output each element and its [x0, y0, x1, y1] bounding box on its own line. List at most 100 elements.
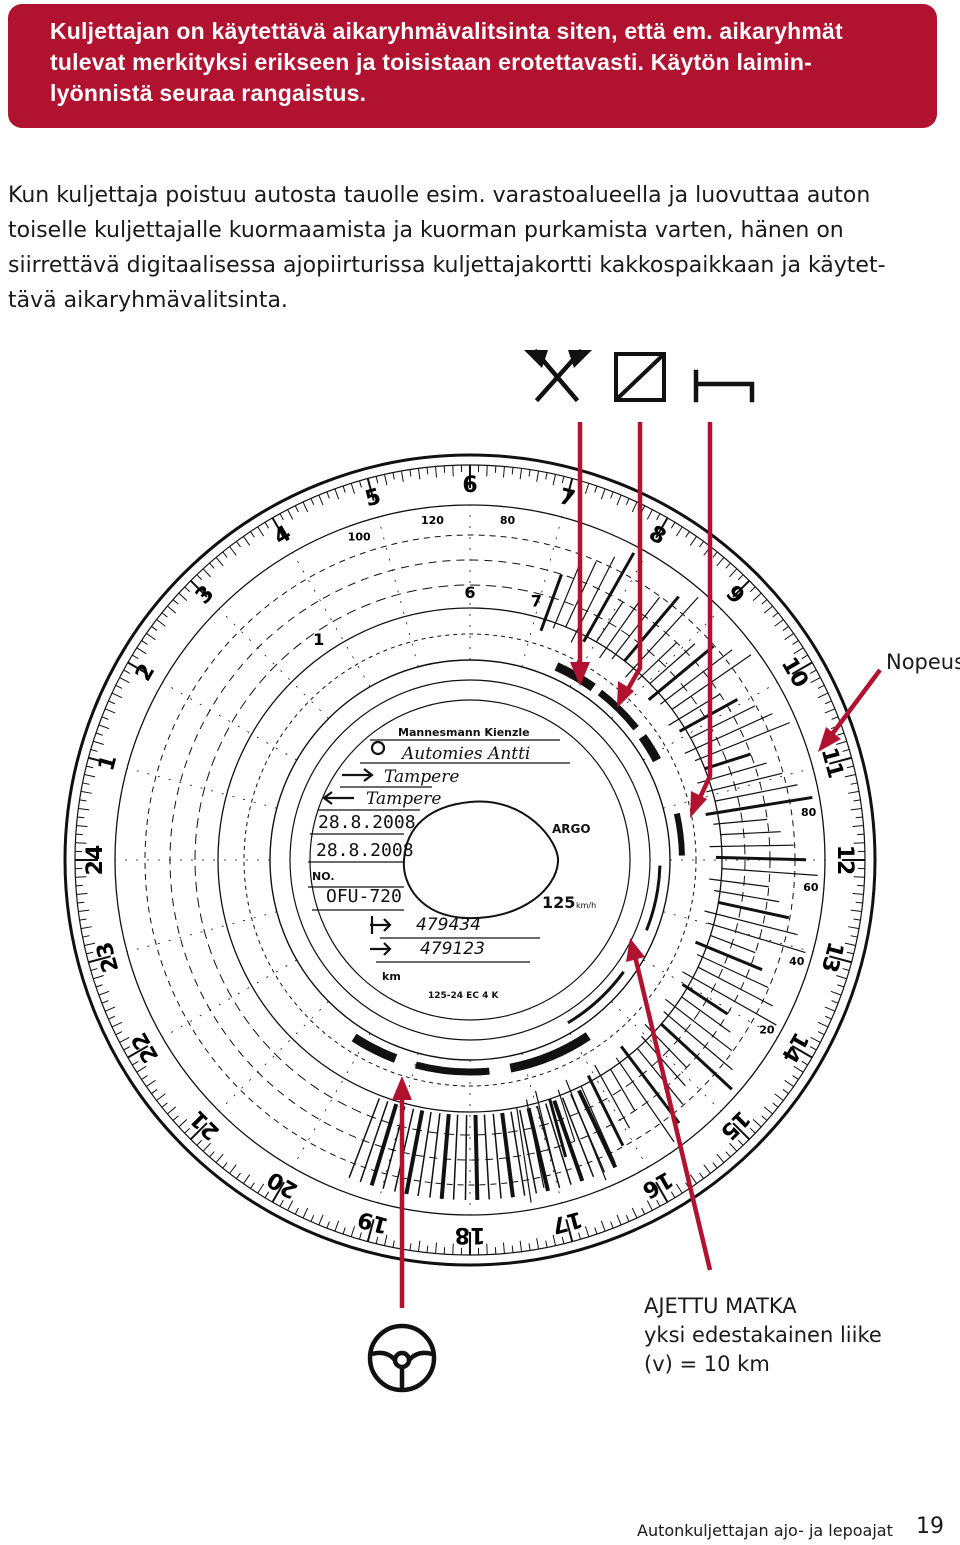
disc-tick	[302, 501, 309, 513]
disc-tick	[782, 1089, 789, 1094]
disc-tick	[318, 1214, 324, 1226]
speed-trace	[697, 966, 773, 1007]
date-start: 28.8.2008	[318, 812, 416, 833]
disc-tick	[108, 700, 116, 705]
speed-trace	[473, 1114, 480, 1200]
disc-tick	[842, 748, 850, 752]
speed-trace	[492, 1113, 502, 1199]
disc-tick	[435, 466, 438, 478]
disc-tick	[729, 568, 738, 578]
speed-trace	[637, 642, 678, 681]
disc-tick	[552, 1234, 556, 1246]
disc-tick	[801, 654, 808, 660]
hour-label: 1	[94, 752, 122, 773]
disc-tick	[631, 1207, 638, 1219]
disc-tick	[772, 1102, 779, 1108]
disc-tick	[793, 647, 804, 655]
distance-label: AJETTU MATKA yksi edestakainen liike (v)…	[644, 1292, 882, 1379]
hour-line	[663, 767, 814, 809]
disc-tick	[584, 483, 590, 494]
disc-tick	[737, 574, 744, 581]
disc-tick	[417, 468, 421, 480]
disc-tick	[90, 748, 98, 752]
disc-tick	[384, 474, 388, 486]
disc-tick	[817, 1021, 829, 1028]
warning-line-3: lyönnistä seuraa rangaistus.	[50, 80, 367, 106]
intro-line-4: tävä aikaryhmävalitsinta.	[8, 288, 288, 313]
disc-tick	[78, 807, 90, 811]
disc-code: 125-24 EC 4 K	[428, 991, 499, 1001]
disc-tick	[392, 472, 395, 480]
disc-tick	[850, 909, 862, 913]
activity-bar	[554, 662, 596, 692]
disc-tick	[610, 1221, 614, 1229]
speed-trace	[483, 1114, 490, 1200]
distance-label-line-3: (v) = 10 km	[644, 1352, 770, 1376]
disc-tick	[641, 1207, 646, 1215]
speed-trace	[557, 1089, 576, 1142]
disc-tick	[616, 494, 622, 506]
disc-tick	[151, 1089, 158, 1094]
start-place-icon	[342, 768, 374, 782]
speed-trace	[577, 1089, 618, 1169]
disc-tick	[350, 483, 356, 494]
disc-tick	[196, 574, 203, 581]
disc-tick	[98, 990, 110, 996]
activity-trace	[645, 865, 662, 931]
driver-name: Automies Antti	[400, 744, 530, 764]
disc-tick	[752, 1119, 762, 1128]
disc-tick	[98, 724, 110, 730]
disc-tick	[737, 1139, 744, 1146]
speed-trace	[649, 643, 696, 684]
disc-tick	[801, 1060, 808, 1066]
disc-tick	[119, 1036, 130, 1043]
disc-tick	[93, 974, 104, 980]
disc-tick	[836, 974, 847, 980]
disc-tick	[810, 677, 821, 684]
disc-tick	[675, 526, 683, 537]
disc-tick	[594, 485, 598, 493]
speed-trace	[516, 1107, 532, 1203]
disc-tick	[189, 579, 208, 598]
disc-tick	[229, 1164, 237, 1174]
disc-tick	[264, 522, 270, 529]
end-place-icon	[322, 791, 354, 805]
disc-tick	[86, 765, 94, 769]
disc-tick	[793, 1065, 804, 1073]
disc-tick	[502, 466, 505, 478]
disc-tick	[852, 892, 864, 895]
disc-tick	[287, 509, 294, 520]
disc-tick	[167, 1106, 177, 1115]
max-speed-label: 125	[542, 893, 575, 912]
disc-tick	[146, 1079, 156, 1087]
disc-tick	[565, 478, 574, 501]
disc-tick	[772, 612, 779, 618]
disc-tick	[761, 599, 768, 605]
hour-line	[126, 767, 277, 809]
speed-trace	[519, 1109, 538, 1194]
disc-tick	[132, 654, 139, 660]
speed-label: Nopeus	[886, 650, 960, 674]
speed-trace	[681, 982, 729, 1016]
disc-tick	[127, 661, 149, 675]
speed-trace	[452, 1114, 459, 1200]
distance-label-line-1: AJETTU MATKA	[644, 1294, 797, 1318]
disc-tick	[848, 926, 860, 930]
intro-paragraph: Kun kuljettaja poistuu autosta tauolle e…	[8, 178, 948, 318]
disc-tick	[545, 472, 548, 480]
speed-trace	[647, 645, 715, 701]
disc-tick	[552, 474, 556, 486]
km-start: 479123	[420, 939, 485, 959]
disc-tick	[257, 526, 265, 537]
plate-number: OFU-720	[326, 886, 402, 907]
disc-tick	[93, 740, 104, 746]
disc-tick	[850, 807, 862, 811]
disc-tick	[172, 599, 179, 605]
speed-trace	[545, 1103, 572, 1185]
disc-tick	[610, 491, 614, 499]
disc-tick	[685, 531, 690, 538]
hour-label: 18	[455, 1222, 486, 1247]
availability-icon	[614, 352, 666, 402]
disc-tick	[817, 1031, 825, 1036]
disc-tick	[836, 740, 847, 746]
